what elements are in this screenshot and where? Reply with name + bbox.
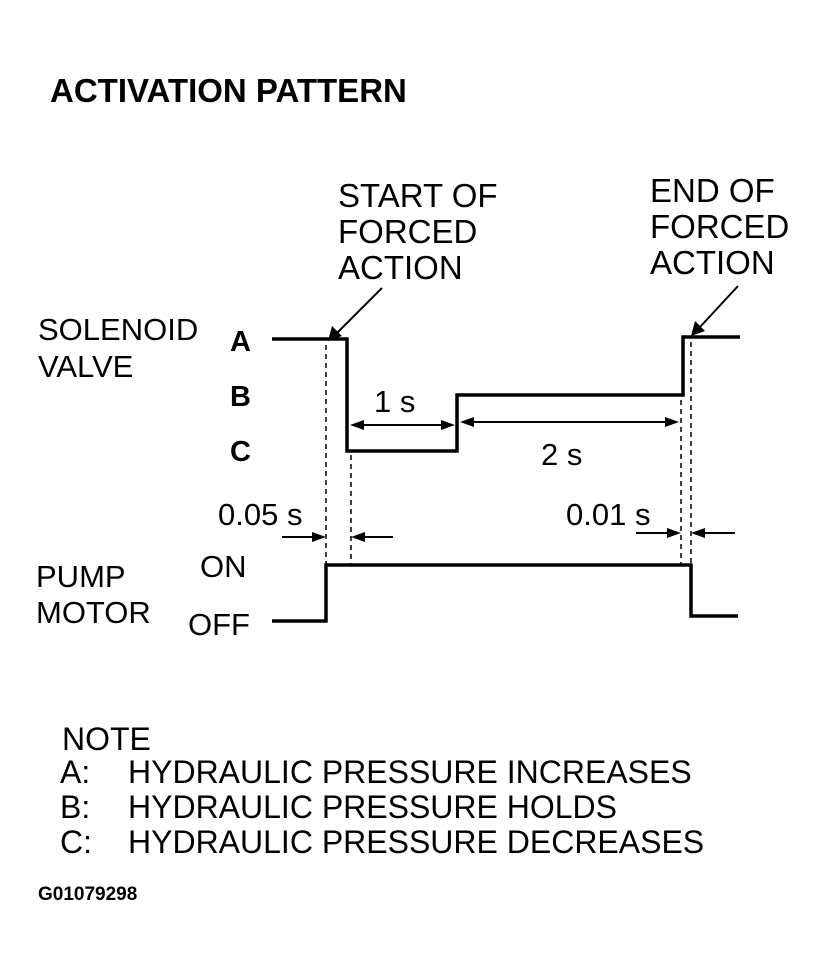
end-arrowhead: [691, 321, 705, 336]
start-label-line-2: FORCED: [338, 213, 477, 250]
pump-waveform: [272, 563, 738, 623]
end-label-line-2: FORCED: [650, 208, 789, 245]
end-leader-line: [699, 285, 739, 328]
note-key-b: B:: [60, 789, 90, 825]
start-label-line-1: START OF: [338, 177, 498, 214]
pump-label-line-1: PUMP: [36, 559, 126, 594]
end-label-line-1: END OF: [650, 172, 775, 209]
pump-off-label: OFF: [188, 607, 250, 642]
level-b-label: B: [230, 381, 251, 413]
note-key-c: C:: [60, 824, 92, 860]
diagram-title: ACTIVATION PATTERN: [50, 72, 407, 109]
note-key-a: A:: [60, 754, 90, 790]
solenoid-label-line-2: VALVE: [38, 349, 133, 384]
duration-2s-arrow-left: [460, 417, 474, 427]
end-delay-arrow-right: [691, 528, 705, 538]
level-c-label: C: [230, 436, 251, 468]
end-label-line-3: ACTION: [650, 244, 775, 281]
start-arrowhead: [328, 326, 342, 341]
figure-code: G01079298: [38, 884, 137, 905]
start-delay-arrow-left: [312, 532, 326, 542]
duration-1s-arrow-left: [350, 420, 364, 430]
solenoid-waveform: [272, 335, 740, 453]
duration-2s-label: 2 s: [541, 437, 582, 472]
solenoid-label-line-1: SOLENOID: [38, 312, 198, 347]
start-label-line-3: ACTION: [338, 249, 463, 286]
start-delay-label: 0.05 s: [218, 497, 302, 532]
duration-1s-label: 1 s: [374, 384, 415, 419]
duration-1s-arrow-right: [441, 420, 455, 430]
end-delay-arrow-left: [667, 528, 681, 538]
level-a-label: A: [230, 326, 251, 358]
pump-on-label: ON: [200, 549, 247, 584]
note-heading: NOTE: [62, 721, 151, 757]
start-delay-arrow-right: [351, 532, 365, 542]
note-text-b: HYDRAULIC PRESSURE HOLDS: [128, 789, 617, 825]
note-text-a: HYDRAULIC PRESSURE INCREASES: [128, 754, 692, 790]
note-text-c: HYDRAULIC PRESSURE DECREASES: [128, 824, 704, 860]
duration-2s-arrow-right: [665, 417, 679, 427]
end-delay-label: 0.01 s: [566, 497, 650, 532]
pump-label-line-2: MOTOR: [36, 595, 151, 630]
start-leader-line: [335, 287, 383, 335]
